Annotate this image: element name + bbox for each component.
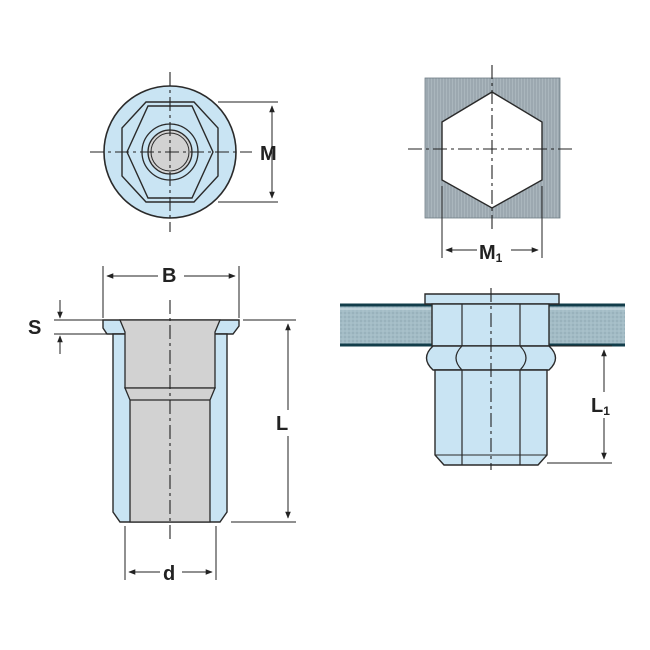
m1-label-main: M [479,242,496,264]
l-label-bg [274,410,300,436]
plate-right [549,304,625,346]
m1-label: M1 [479,242,503,265]
m-label: M [260,143,277,165]
b-label-bg [158,262,184,286]
hex-hole-view: M1 [408,65,575,265]
b-label: B [162,265,176,287]
s-label: S [28,317,41,339]
l1-label: L1 [591,395,610,418]
top-view: M [90,72,278,232]
d-label: d [163,563,175,585]
m1-label-sub: 1 [496,251,503,265]
installed-flange [424,293,560,305]
section-view: B S L d [28,262,300,585]
installed-view: L1 [340,288,625,470]
plate-left [340,304,432,346]
d-label-bg [160,560,182,584]
l1-label-main: L [591,395,603,417]
l1-label-sub: 1 [603,404,610,418]
l-label: L [276,413,288,435]
m1-label-bg [477,240,511,262]
l1-label-bg [588,392,622,418]
hex-outline [121,101,219,203]
